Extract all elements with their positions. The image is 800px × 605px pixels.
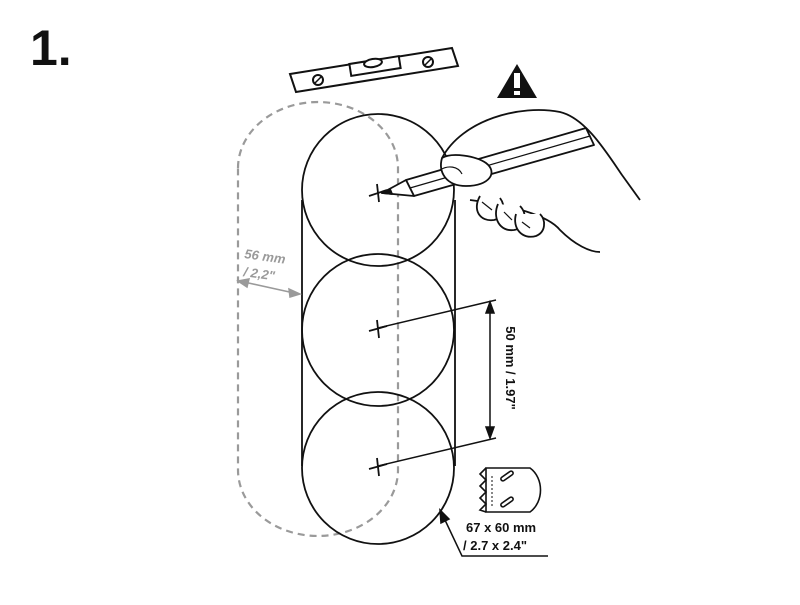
offset-dimension: [236, 278, 303, 298]
offset-width-imperial-label: / 2,2": [242, 264, 277, 283]
hole-circle-top: [301, 113, 455, 267]
hole-saw-size-label: 67 x 60 mm: [466, 520, 536, 535]
hole-saw-leader: [439, 508, 548, 557]
spacing-dimension: [377, 299, 497, 467]
offset-width-label: 56 mm: [244, 246, 287, 267]
hole-outline: [301, 113, 456, 545]
step-number: 1.: [30, 20, 72, 76]
hole-circle-middle: [301, 253, 455, 407]
hole-saw-size-imperial-label: / 2.7 x 2.4": [463, 538, 527, 553]
center-marks: [368, 183, 388, 477]
offset-outline: [236, 100, 400, 538]
hole-circle-bottom: [301, 391, 455, 545]
pencil-in-hand-icon: [381, 109, 641, 253]
hole-spacing-label: 50 mm / 1.97": [503, 326, 518, 410]
spirit-level-icon: [288, 46, 460, 94]
warning-triangle-icon: [497, 64, 537, 98]
hole-saw-icon: [478, 467, 542, 513]
